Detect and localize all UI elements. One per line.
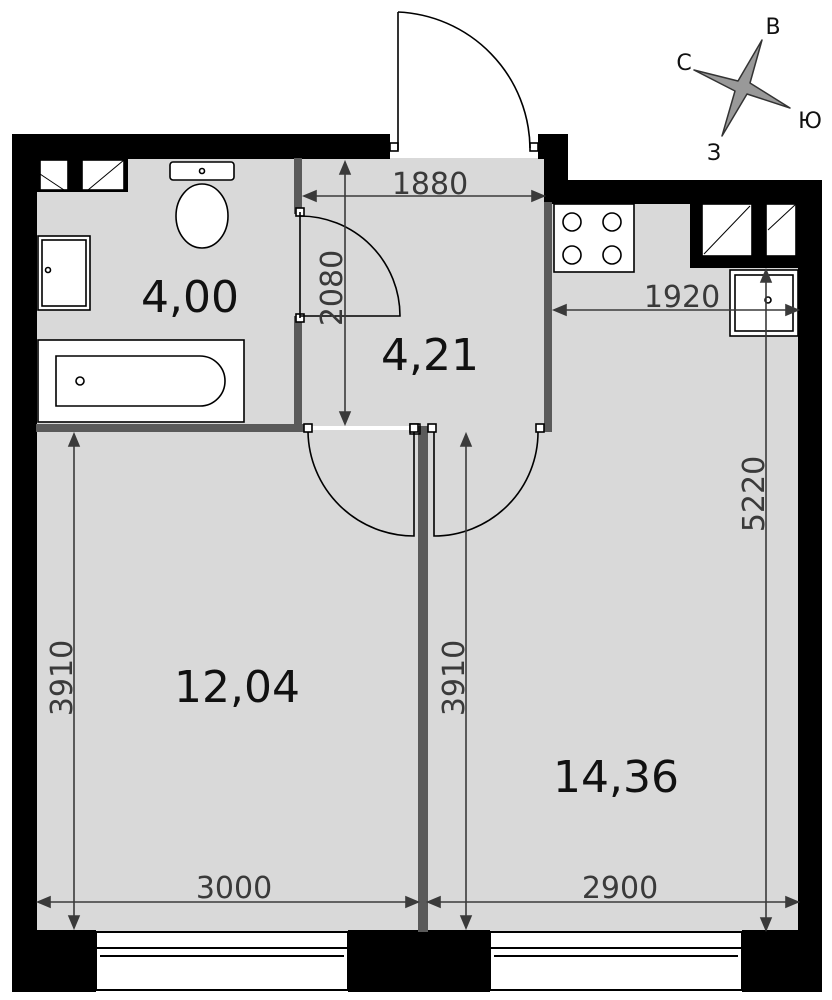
bedroom-area: 12,04 — [174, 662, 300, 713]
bathroom-fixtures — [36, 158, 245, 423]
partition-bath-bedroom — [36, 424, 304, 432]
hallway-area: 4,21 — [381, 330, 479, 381]
dimension-lines — [35, 159, 801, 933]
wall-bottom-left — [12, 930, 96, 992]
dim-bedroom-length: 3910 — [45, 640, 80, 716]
bedroom-door — [303, 423, 419, 537]
wardrobe-icon — [690, 202, 798, 268]
wall-bottom-mid — [348, 930, 490, 992]
compass-east: В — [765, 15, 780, 40]
wall-top-right — [544, 180, 822, 204]
compass-south: Ю — [798, 109, 822, 134]
compass-north: С — [676, 51, 691, 76]
bath-cabinet — [36, 158, 128, 192]
bathtub-icon — [37, 339, 245, 423]
area-labels: 4,00 4,21 12,04 14,36 — [141, 272, 679, 803]
dimension-text: 1880 2080 1920 5220 3910 3910 3000 2900 — [45, 167, 772, 906]
partition-hall-living — [544, 202, 552, 432]
doors — [295, 11, 545, 537]
toilet-icon — [169, 161, 235, 249]
wall-left — [12, 134, 37, 934]
dim-kitchen-width: 1920 — [644, 280, 720, 315]
dim-living-length: 3910 — [437, 640, 472, 716]
dim-living-width: 2900 — [582, 871, 658, 906]
compass-west: З — [707, 141, 721, 166]
outer-walls — [12, 134, 822, 992]
partition-bedroom-living — [418, 426, 428, 932]
wall-top-left — [12, 134, 390, 159]
bedroom-floor — [36, 430, 420, 932]
wall-bottom-right — [742, 930, 822, 992]
partition-bath-hall-lower — [294, 316, 302, 428]
living-door — [427, 423, 545, 537]
windows — [95, 931, 743, 991]
living-area: 14,36 — [553, 752, 679, 803]
window-living — [489, 931, 743, 991]
partition-bath-hall-upper — [294, 158, 302, 214]
bathroom-area: 4,00 — [141, 272, 239, 323]
wall-right — [798, 180, 822, 932]
sink-icon — [37, 235, 91, 311]
dim-bedroom-width: 3000 — [196, 871, 272, 906]
dim-hall-width: 1880 — [392, 167, 468, 202]
stove-icon — [553, 203, 635, 273]
bathroom-door — [295, 207, 401, 323]
entrance-door — [389, 11, 539, 152]
dim-kitchen-length: 5220 — [737, 456, 772, 532]
window-bedroom — [95, 931, 349, 991]
compass: С В Ю З — [676, 15, 822, 166]
compass-star-icon — [693, 39, 791, 137]
dim-hall-length: 2080 — [315, 250, 350, 326]
